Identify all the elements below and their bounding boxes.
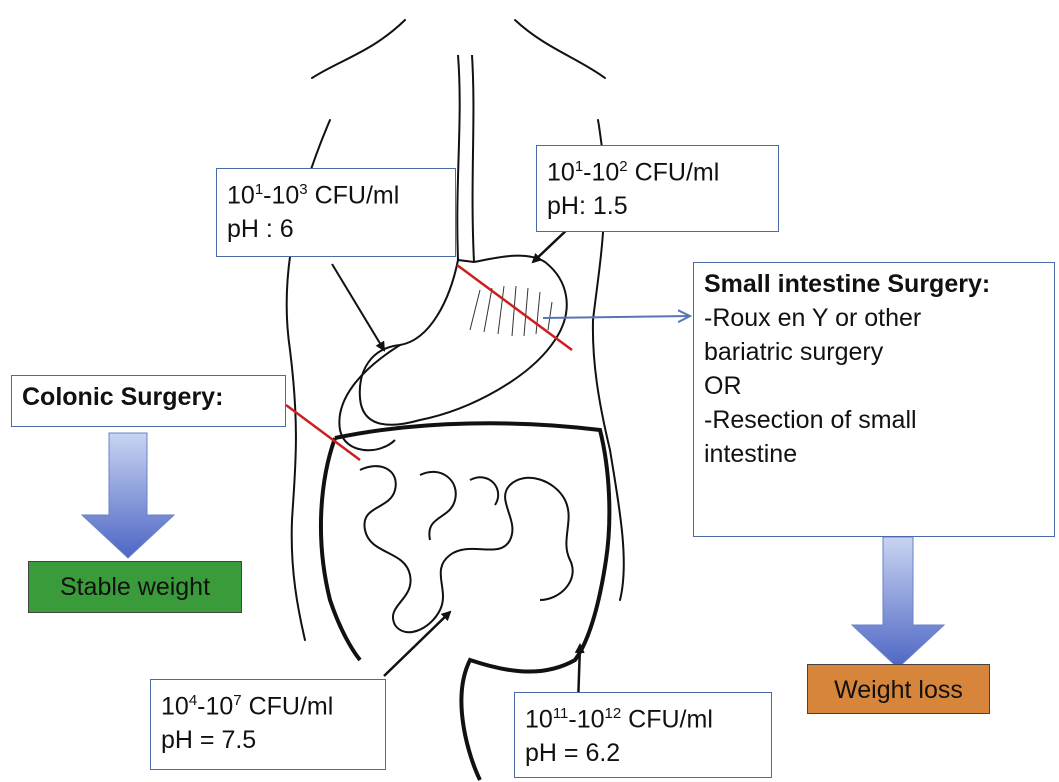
surgery-line-1: -Roux en Y or other bbox=[704, 301, 1044, 335]
esophagus bbox=[457, 55, 474, 262]
surgery-line-3: OR bbox=[704, 369, 1044, 403]
colon-cut-line bbox=[286, 405, 360, 460]
duodenum-cfu-text: 101-103 CFU/ml bbox=[227, 173, 445, 212]
colon-label-box: 1011-1012 CFU/ml pH = 6.2 bbox=[514, 692, 772, 778]
surgery-line-2: bariatric surgery bbox=[704, 335, 1044, 369]
stomach-ph-text: pH: 1.5 bbox=[547, 189, 768, 223]
surgery-line-5: intestine bbox=[704, 437, 1044, 471]
colonic-surgery-box: Colonic Surgery: bbox=[11, 375, 286, 427]
stomach-cfu-text: 101-102 CFU/ml bbox=[547, 150, 768, 189]
colon-cfu-text: 1011-1012 CFU/ml bbox=[525, 697, 761, 736]
small-intestine-surgery-title: Small intestine Surgery: bbox=[704, 267, 1044, 301]
small-intestine bbox=[360, 466, 573, 632]
right-down-block-arrow bbox=[852, 537, 944, 668]
ileum-cfu-text: 104-107 CFU/ml bbox=[161, 684, 375, 723]
surgery-line-4: -Resection of small bbox=[704, 403, 1044, 437]
stomach bbox=[360, 256, 567, 425]
right-shoulder-line bbox=[515, 20, 605, 78]
small-intestine-surgery-box: Small intestine Surgery: -Roux en Y or o… bbox=[693, 262, 1055, 537]
weight-loss-badge: Weight loss bbox=[807, 664, 990, 714]
left-down-block-arrow bbox=[82, 433, 174, 558]
ascending-colon bbox=[321, 438, 360, 660]
stomach-label-box: 101-102 CFU/ml pH: 1.5 bbox=[536, 145, 779, 232]
duodenum-label-box: 101-103 CFU/ml pH : 6 bbox=[216, 168, 456, 257]
duodenum-ph-text: pH : 6 bbox=[227, 212, 445, 246]
duodenum-pointer-arrow bbox=[332, 264, 384, 350]
ileum-ph-text: pH = 7.5 bbox=[161, 723, 375, 757]
left-shoulder-line bbox=[312, 20, 405, 78]
colonic-surgery-title: Colonic Surgery: bbox=[22, 380, 275, 414]
ileum-label-box: 104-107 CFU/ml pH = 7.5 bbox=[150, 679, 386, 770]
colon-ph-text: pH = 6.2 bbox=[525, 736, 761, 770]
stable-weight-badge: Stable weight bbox=[28, 561, 242, 613]
